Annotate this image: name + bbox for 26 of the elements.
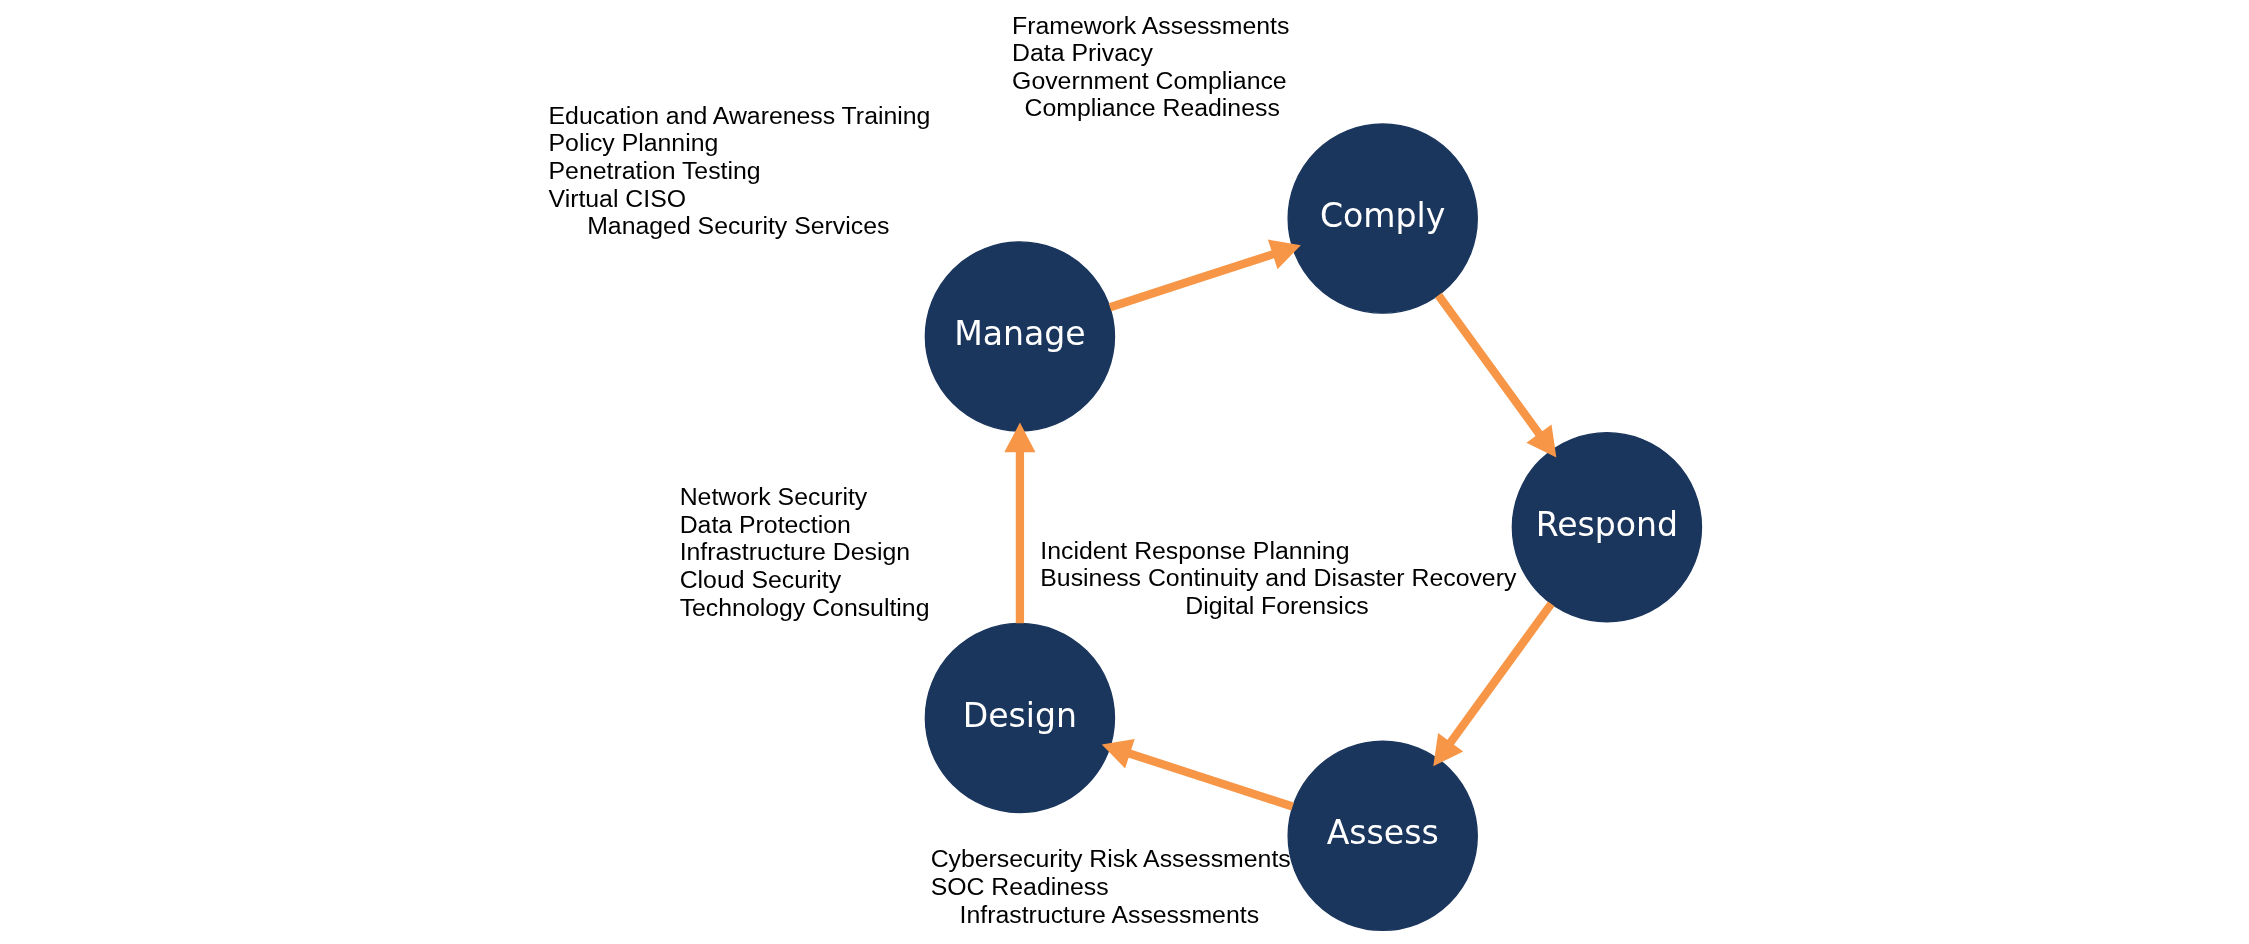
node-label: Data Protection (679, 510, 851, 538)
node-label: Government Compliance (1011, 66, 1287, 94)
arrow (1101, 738, 1294, 811)
arrow (1108, 239, 1301, 312)
node-label: Framework Assessments (1011, 11, 1289, 39)
node-circle: Design (924, 622, 1115, 814)
arrow (1434, 292, 1556, 458)
node-label: Cloud Security (679, 566, 841, 594)
node-label: Network Security (679, 483, 867, 511)
node-label: Technology Consulting (679, 593, 929, 621)
node-label: Digital Forensics (1184, 592, 1369, 620)
node-label: Infrastructure Assessments (959, 900, 1259, 928)
node-circle: Comply (1286, 123, 1478, 314)
node-circle: Manage (924, 241, 1115, 432)
arrow (1003, 422, 1035, 624)
node-label: Virtual CISO (548, 184, 686, 212)
node-label: Infrastructure Design (679, 538, 910, 566)
node-label: Data Privacy (1011, 39, 1153, 67)
node-label: SOC Readiness (930, 873, 1109, 901)
node-label: Incident Response Planning (1039, 536, 1349, 564)
node-label: Compliance Readiness (1024, 94, 1280, 122)
node-label: Education and Awareness Training (548, 101, 930, 129)
node-label: Managed Security Services (586, 212, 889, 240)
node-label: Policy Planning (548, 129, 718, 157)
node-label: Penetration Testing (548, 156, 761, 184)
arrow (1432, 601, 1555, 767)
